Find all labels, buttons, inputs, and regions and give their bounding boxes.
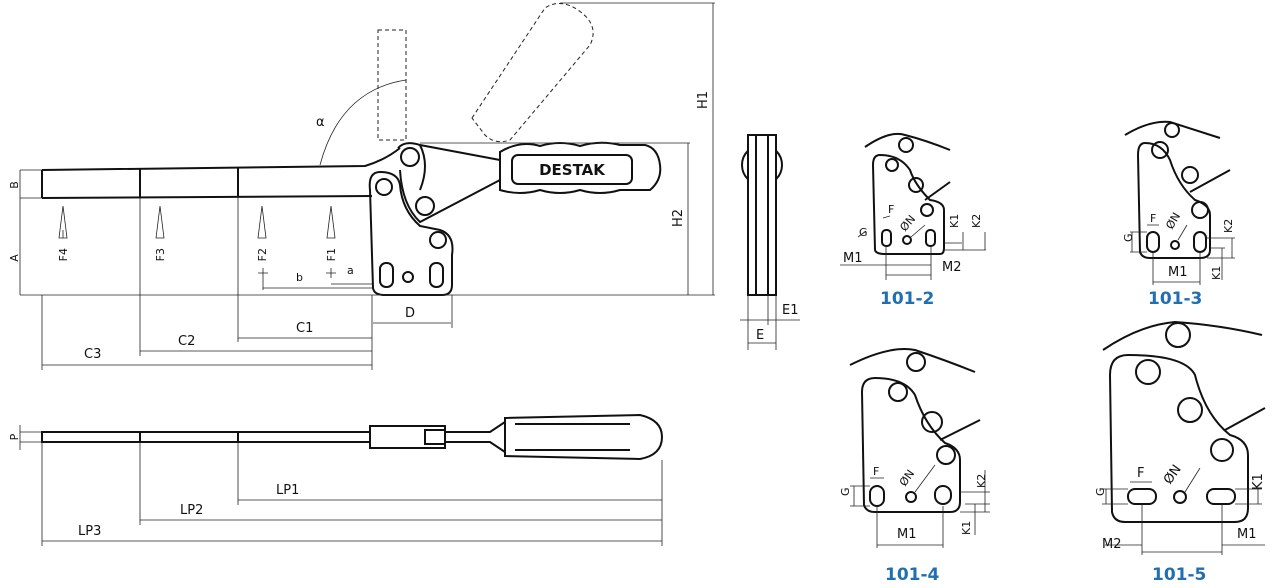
dim-a-label: A [8,254,21,262]
dim-b-label: B [8,181,21,189]
label-m2: M2 [942,260,962,275]
top-handle-grip [504,413,664,461]
label-k1: K1 [960,521,973,535]
label-k2: K2 [975,474,988,488]
base-plate [368,170,454,296]
dim-c2-label: C2 [178,334,195,349]
label-m1: M1 [843,251,863,266]
force-f1: F1 [325,248,338,261]
side-view: DESTAK α B A F4 F3 F2 F1 b a D C1 C2 C3 … [8,2,715,370]
label-f: F [1150,212,1156,225]
model-label: 101-5 [1152,565,1206,585]
base-detail-101-4: F G ØN K2 K1 M1 101-4 [839,348,990,585]
base-detail-101-3: F G ØN K2 K1 M1 101-3 [1122,120,1235,309]
open-arm-position [377,29,407,141]
dim-e1-label: E1 [782,303,799,318]
dim-a-small-label: a [347,264,354,277]
label-m1: M1 [897,527,917,542]
model-label: 101-2 [880,289,934,309]
label-g: G [1094,487,1107,496]
dim-e-label: E [756,328,764,343]
label-f: F [873,465,879,478]
angle-label: α [316,115,325,130]
mount-slot [379,262,394,288]
end-view: E1 E [740,134,800,350]
label-k1: K1 [1210,266,1223,280]
dim-lp3-label: LP3 [78,524,101,539]
dim-d-label: D [405,306,415,321]
base-detail-101-2: G F ØN K1 K2 M1 M2 101-2 [840,132,986,309]
label-g: G [859,226,868,239]
model-label: 101-3 [1148,289,1202,309]
mount-hole [402,271,414,283]
brand-logo: DESTAK [539,161,606,179]
open-handle-position [471,3,594,143]
dim-lp2-label: LP2 [180,503,203,518]
force-f2: F2 [256,248,269,261]
base-detail-101-5: F G ØN K1 M1 M2 101-5 [1094,320,1266,585]
dim-lp1-label: LP1 [276,483,299,498]
label-k2: K2 [970,214,983,228]
label-k1: K1 [948,214,961,228]
label-f: F [1137,466,1144,481]
label-g: G [1122,233,1135,242]
label-m1: M1 [1168,265,1188,280]
dim-h1-label: H1 [696,91,711,109]
dim-c3-label: C3 [84,347,101,362]
label-n: ØN [1163,210,1183,231]
model-label: 101-4 [885,565,940,585]
top-view: P LP1 LP2 LP3 [8,413,664,546]
dim-p-label: P [8,433,21,440]
mount-slot [429,262,444,288]
label-n: ØN [897,467,917,488]
force-f3: F3 [154,248,167,261]
dim-c1-label: C1 [296,321,313,336]
label-k1: K1 [1251,473,1266,490]
label-f: F [888,203,894,216]
label-k2: K2 [1222,219,1235,233]
clamp-arm [41,147,401,199]
dim-b-small-label: b [296,271,303,284]
label-m1: M1 [1237,527,1257,542]
label-n: ØN [1161,462,1185,487]
dim-h2-label: H2 [671,209,686,227]
label-m2: M2 [1102,537,1122,552]
label-n: ØN [897,213,918,234]
label-g: G [839,487,852,496]
force-arrows: F4 F3 F2 F1 [57,205,338,261]
force-f4: F4 [57,248,70,261]
